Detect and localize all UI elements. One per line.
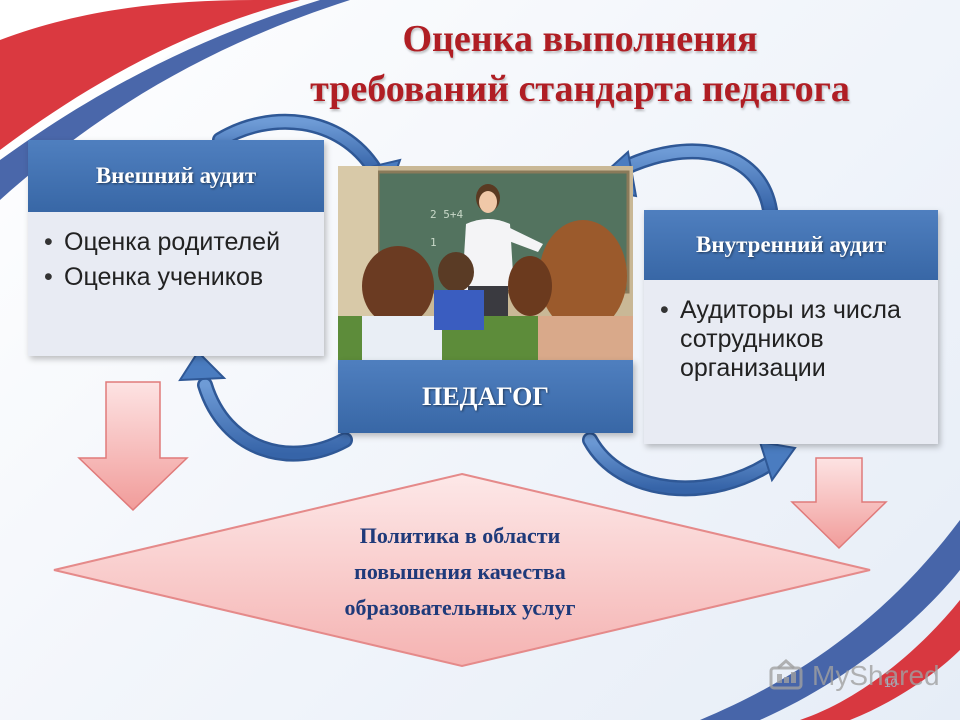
internal-audit-list: Аудиторы из числа сотрудников организаци… — [644, 280, 938, 383]
external-audit-panel: Внешний аудит Оценка родителей Оценка уч… — [28, 140, 324, 356]
policy-diamond — [53, 472, 871, 668]
svg-text:1: 1 — [430, 236, 437, 249]
list-item: Аудиторы из числа сотрудников организаци… — [658, 296, 928, 383]
internal-audit-panel: Внутренний аудит Аудиторы из числа сотру… — [644, 210, 938, 444]
myshared-watermark: MyShared — [768, 654, 948, 698]
down-arrow-right-icon — [790, 457, 888, 550]
slide-number: 10 — [884, 676, 898, 690]
slide-title: Оценка выполнения требований стандарта п… — [200, 14, 960, 114]
slide-title-line1: Оценка выполнения — [402, 18, 758, 60]
teacher-classroom-photo: 2 5+4 1 — [338, 166, 633, 362]
myshared-logo-icon — [769, 659, 803, 690]
policy-line3: образовательных услуг — [344, 595, 576, 620]
arrow-bottom-left-icon — [178, 350, 353, 462]
arrow-bottom-right-icon — [582, 432, 797, 497]
policy-line1: Политика в области — [359, 523, 561, 548]
list-item: Оценка родителей — [42, 228, 314, 257]
list-item: Оценка учеников — [42, 263, 314, 292]
down-arrow-left-icon — [77, 381, 189, 512]
policy-line2: повышения качества — [354, 559, 566, 584]
svg-text:2 5+4: 2 5+4 — [430, 208, 463, 221]
teacher-label: ПЕДАГОГ — [338, 360, 633, 433]
internal-audit-heading: Внутренний аудит — [644, 210, 938, 280]
policy-text: Политика в области повышения качества об… — [260, 518, 660, 626]
slide-title-line2: требований стандарта педагога — [310, 68, 850, 110]
external-audit-heading: Внешний аудит — [28, 140, 324, 212]
external-audit-list: Оценка родителей Оценка учеников — [28, 212, 324, 292]
watermark-text: MyShared — [812, 660, 940, 691]
